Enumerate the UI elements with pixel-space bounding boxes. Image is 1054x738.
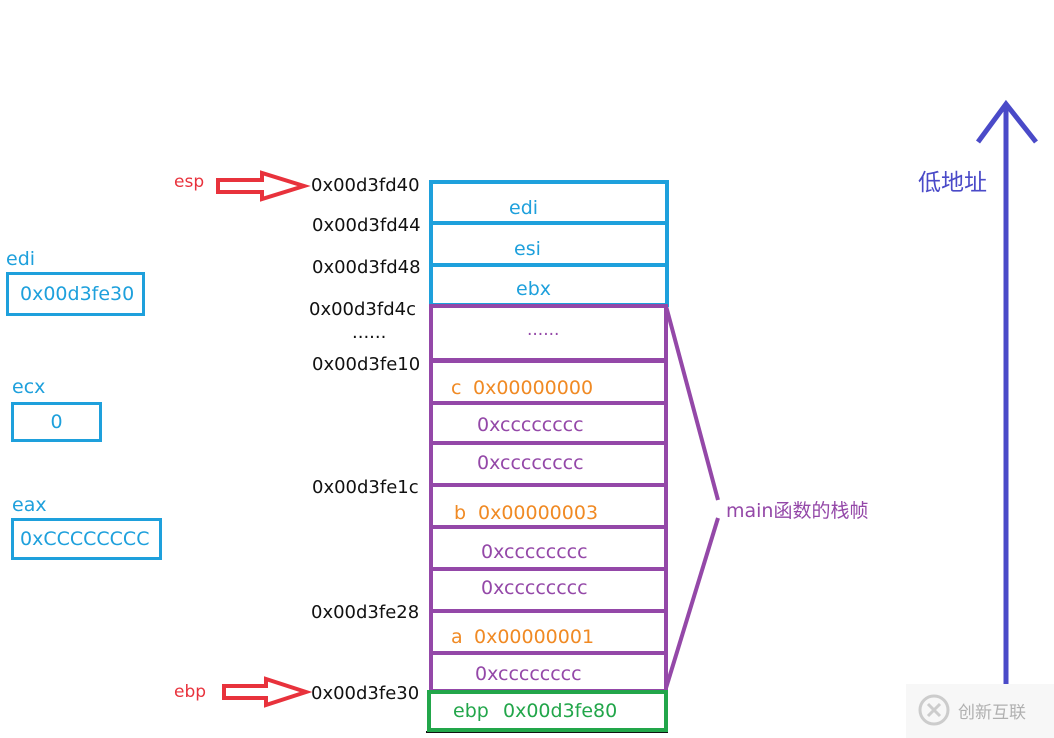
address-ellipsis: ......	[352, 322, 387, 343]
address-label: 0x00d3fe28	[311, 602, 420, 623]
ecx-register-value: 0	[11, 402, 102, 442]
var-value: 0x00000001	[474, 626, 595, 648]
ecx-register-label: ecx	[12, 376, 46, 398]
stack-cell-text: 0xcccccccc	[477, 452, 584, 474]
stack-cell-fill: 0xcccccccc	[429, 651, 668, 693]
stack-cell-text: 0xcccccccc	[475, 663, 582, 685]
saved-ebp-value: 0x00d3fe80	[503, 700, 618, 722]
saved-ebp-name: ebp	[453, 700, 489, 722]
address-label: 0x00d3fe1c	[312, 477, 419, 498]
address-label: 0x00d3fe10	[312, 354, 421, 375]
address-label: 0x00d3fe30	[311, 683, 420, 704]
eax-register-value: 0xCCCCCCCC	[11, 518, 162, 560]
address-label: 0x00d3fd44	[312, 215, 421, 236]
esp-arrow	[216, 170, 311, 202]
watermark-logo	[906, 684, 1054, 738]
address-label: 0x00d3fd40	[311, 175, 420, 196]
stack-cell-ebx: ebx	[429, 263, 669, 307]
low-address-arrow	[975, 99, 1038, 684]
low-address-label: 低地址	[918, 170, 987, 196]
stack-cell-fill: 0xcccccccc	[429, 401, 668, 445]
esp-label: esp	[174, 172, 205, 192]
stack-cell-text: ebx	[516, 278, 551, 300]
stack-cell-var-c: c 0x00000000	[429, 359, 668, 405]
address-label: 0x00d3fd4c	[309, 299, 416, 320]
stack-cell-text: 0xcccccccc	[481, 577, 588, 599]
var-name: a	[451, 626, 463, 648]
address-label: 0x00d3fd48	[312, 257, 421, 278]
stack-cell-text: ......	[527, 320, 560, 340]
edi-register-value: 0x00d3fe30	[6, 272, 145, 316]
stack-cell-text: 0xcccccccc	[477, 414, 584, 436]
stack-cell-saved-ebp: ebp 0x00d3fe80	[427, 690, 668, 732]
stack-cell-edi: edi	[429, 180, 669, 225]
var-name: c	[451, 377, 462, 399]
stack-cell-fill: 0xcccccccc	[429, 441, 668, 487]
eax-register-label: eax	[12, 494, 47, 516]
var-name: b	[454, 502, 467, 524]
var-value: 0x00000000	[473, 377, 594, 399]
stack-cell-ellipsis: ......	[429, 304, 668, 362]
stack-cell-var-a: a 0x00000001	[429, 609, 668, 655]
main-frame-label: main函数的栈帧	[726, 500, 869, 522]
ebp-label: ebp	[174, 682, 207, 702]
stack-cell-text: 0xcccccccc	[481, 541, 588, 563]
frame-bracket	[664, 305, 720, 689]
stack-cell-esi: esi	[429, 221, 669, 267]
var-value: 0x00000003	[478, 502, 599, 524]
watermark-text: 创新互联	[958, 703, 1026, 723]
stack-cell-var-b: b 0x00000003	[429, 483, 668, 529]
ebp-arrow	[222, 676, 313, 708]
stack-cell-fill: 0xcccccccc	[429, 567, 668, 613]
stack-cell-fill: 0xcccccccc	[429, 525, 668, 571]
stack-cell-text: esi	[514, 238, 541, 260]
stack-cell-text: edi	[509, 197, 539, 219]
edi-register-label: edi	[6, 248, 36, 270]
